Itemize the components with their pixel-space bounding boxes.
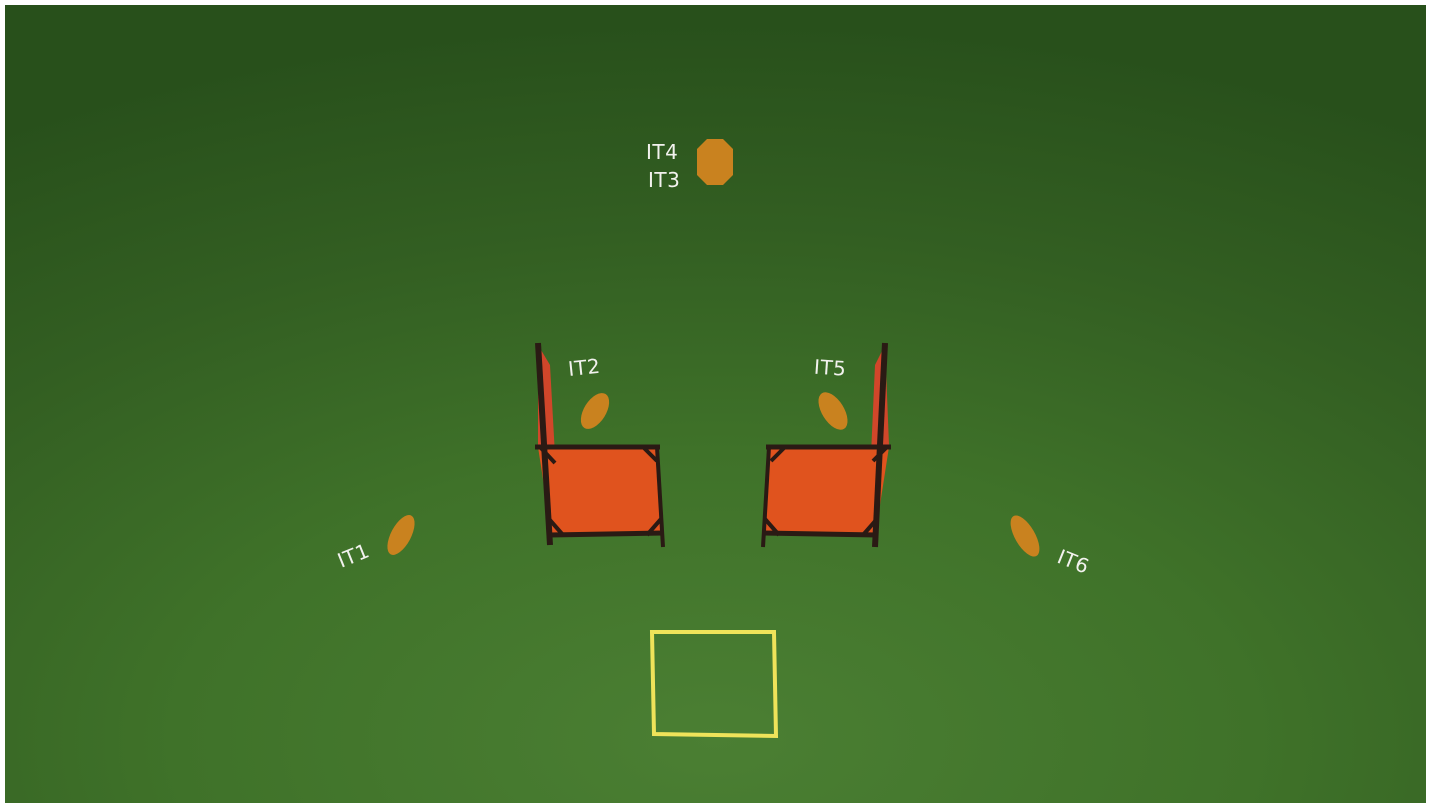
label-it1: IT1 bbox=[334, 538, 373, 572]
label-it5: IT5 bbox=[813, 355, 847, 381]
label-it3: IT3 bbox=[648, 168, 680, 192]
training-field: IT4 IT3 IT2 IT5 IT1 IT6 bbox=[5, 5, 1426, 803]
starting-box bbox=[652, 632, 776, 736]
cone-it2 bbox=[575, 388, 615, 434]
cone-it1 bbox=[382, 511, 420, 559]
label-it4: IT4 bbox=[646, 140, 678, 164]
field-diagram: IT4 IT3 IT2 IT5 IT1 IT6 bbox=[5, 5, 1426, 803]
cone-it6 bbox=[1005, 511, 1045, 561]
label-it2: IT2 bbox=[567, 354, 602, 381]
label-it6: IT6 bbox=[1054, 544, 1093, 578]
cone-it5 bbox=[813, 387, 854, 434]
cone-it3-it4 bbox=[697, 139, 733, 185]
